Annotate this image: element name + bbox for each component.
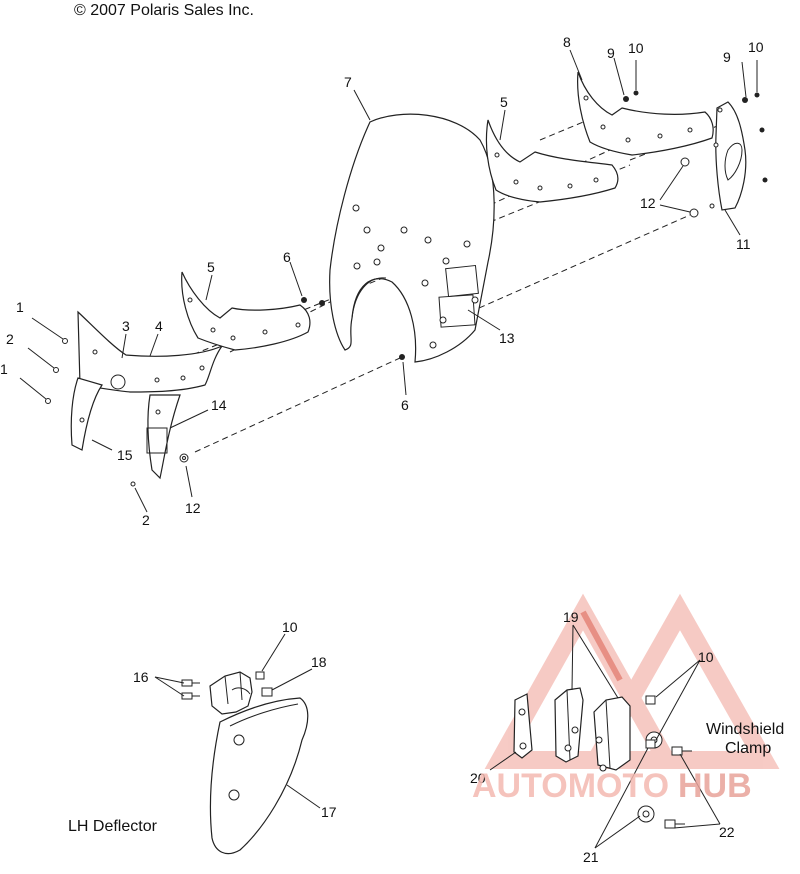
callout-19: 19 [563,609,579,625]
callout-22: 22 [719,824,735,840]
callout-15: 15 [117,447,133,463]
deflector-part-14 [146,394,181,480]
callout-10a: 10 [628,40,644,56]
callout-10c: 10 [282,619,298,635]
callout-4: 4 [155,318,163,334]
callout-21: 21 [583,849,599,865]
leader-lines-upper [19,49,758,513]
watermark-logo [484,593,780,769]
callout-14: 14 [211,397,227,413]
callout-9b: 9 [723,49,731,65]
copyright-text: © 2007 Polaris Sales Inc. [74,2,254,19]
callouts-lower-right: 19 10 Windshield Clamp 20 21 22 [470,609,784,865]
callout-17: 17 [321,804,337,820]
callout-10d: 10 [698,649,714,665]
windshield-clamp-caption-line2: Clamp [725,740,771,757]
callout-13: 13 [499,330,515,346]
lh-deflector-assembly [154,633,321,855]
windshield-part-7 [329,113,495,363]
callout-5a: 5 [207,259,215,275]
bracket-part-11 [709,101,747,211]
callout-8: 8 [563,34,571,50]
fasteners [45,90,768,487]
callout-6b: 6 [401,397,409,413]
lh-deflector-caption: LH Deflector [68,818,158,835]
panel-part-8 [577,71,714,156]
callout-6a: 6 [283,249,291,265]
panel-part-5-right [485,119,619,203]
callouts-upper: 1 2 1 3 4 5 6 7 6 5 8 9 10 9 10 12 11 13… [0,34,764,528]
deflector-part-15 [70,377,103,451]
callout-12b: 12 [185,500,201,516]
callout-5b: 5 [500,94,508,110]
callout-9a: 9 [607,45,615,61]
callout-20: 20 [470,770,486,786]
callout-11: 11 [736,236,751,252]
watermark-text-part2: HUB [678,767,752,805]
callouts-lower-left: 16 10 18 17 LH Deflector [68,619,337,835]
callout-16: 16 [133,669,149,685]
panel-part-5-left [181,271,311,351]
callout-2a: 2 [6,331,14,347]
callout-12a: 12 [640,195,656,211]
callout-1b: 1 [0,361,8,377]
callout-10b: 10 [748,39,764,55]
windshield-clamp-assembly [489,624,721,849]
callout-2b: 2 [142,512,150,528]
watermark-text: AUTOMOTO HUB [472,767,752,805]
callout-1a: 1 [16,299,24,315]
callout-7: 7 [344,74,352,90]
panel-part-4 [77,310,224,393]
callout-3: 3 [122,318,130,334]
callout-18: 18 [311,654,327,670]
watermark-text-part1: AUTOMOTO [472,767,669,805]
windshield-clamp-caption-line1: Windshield [706,721,784,738]
